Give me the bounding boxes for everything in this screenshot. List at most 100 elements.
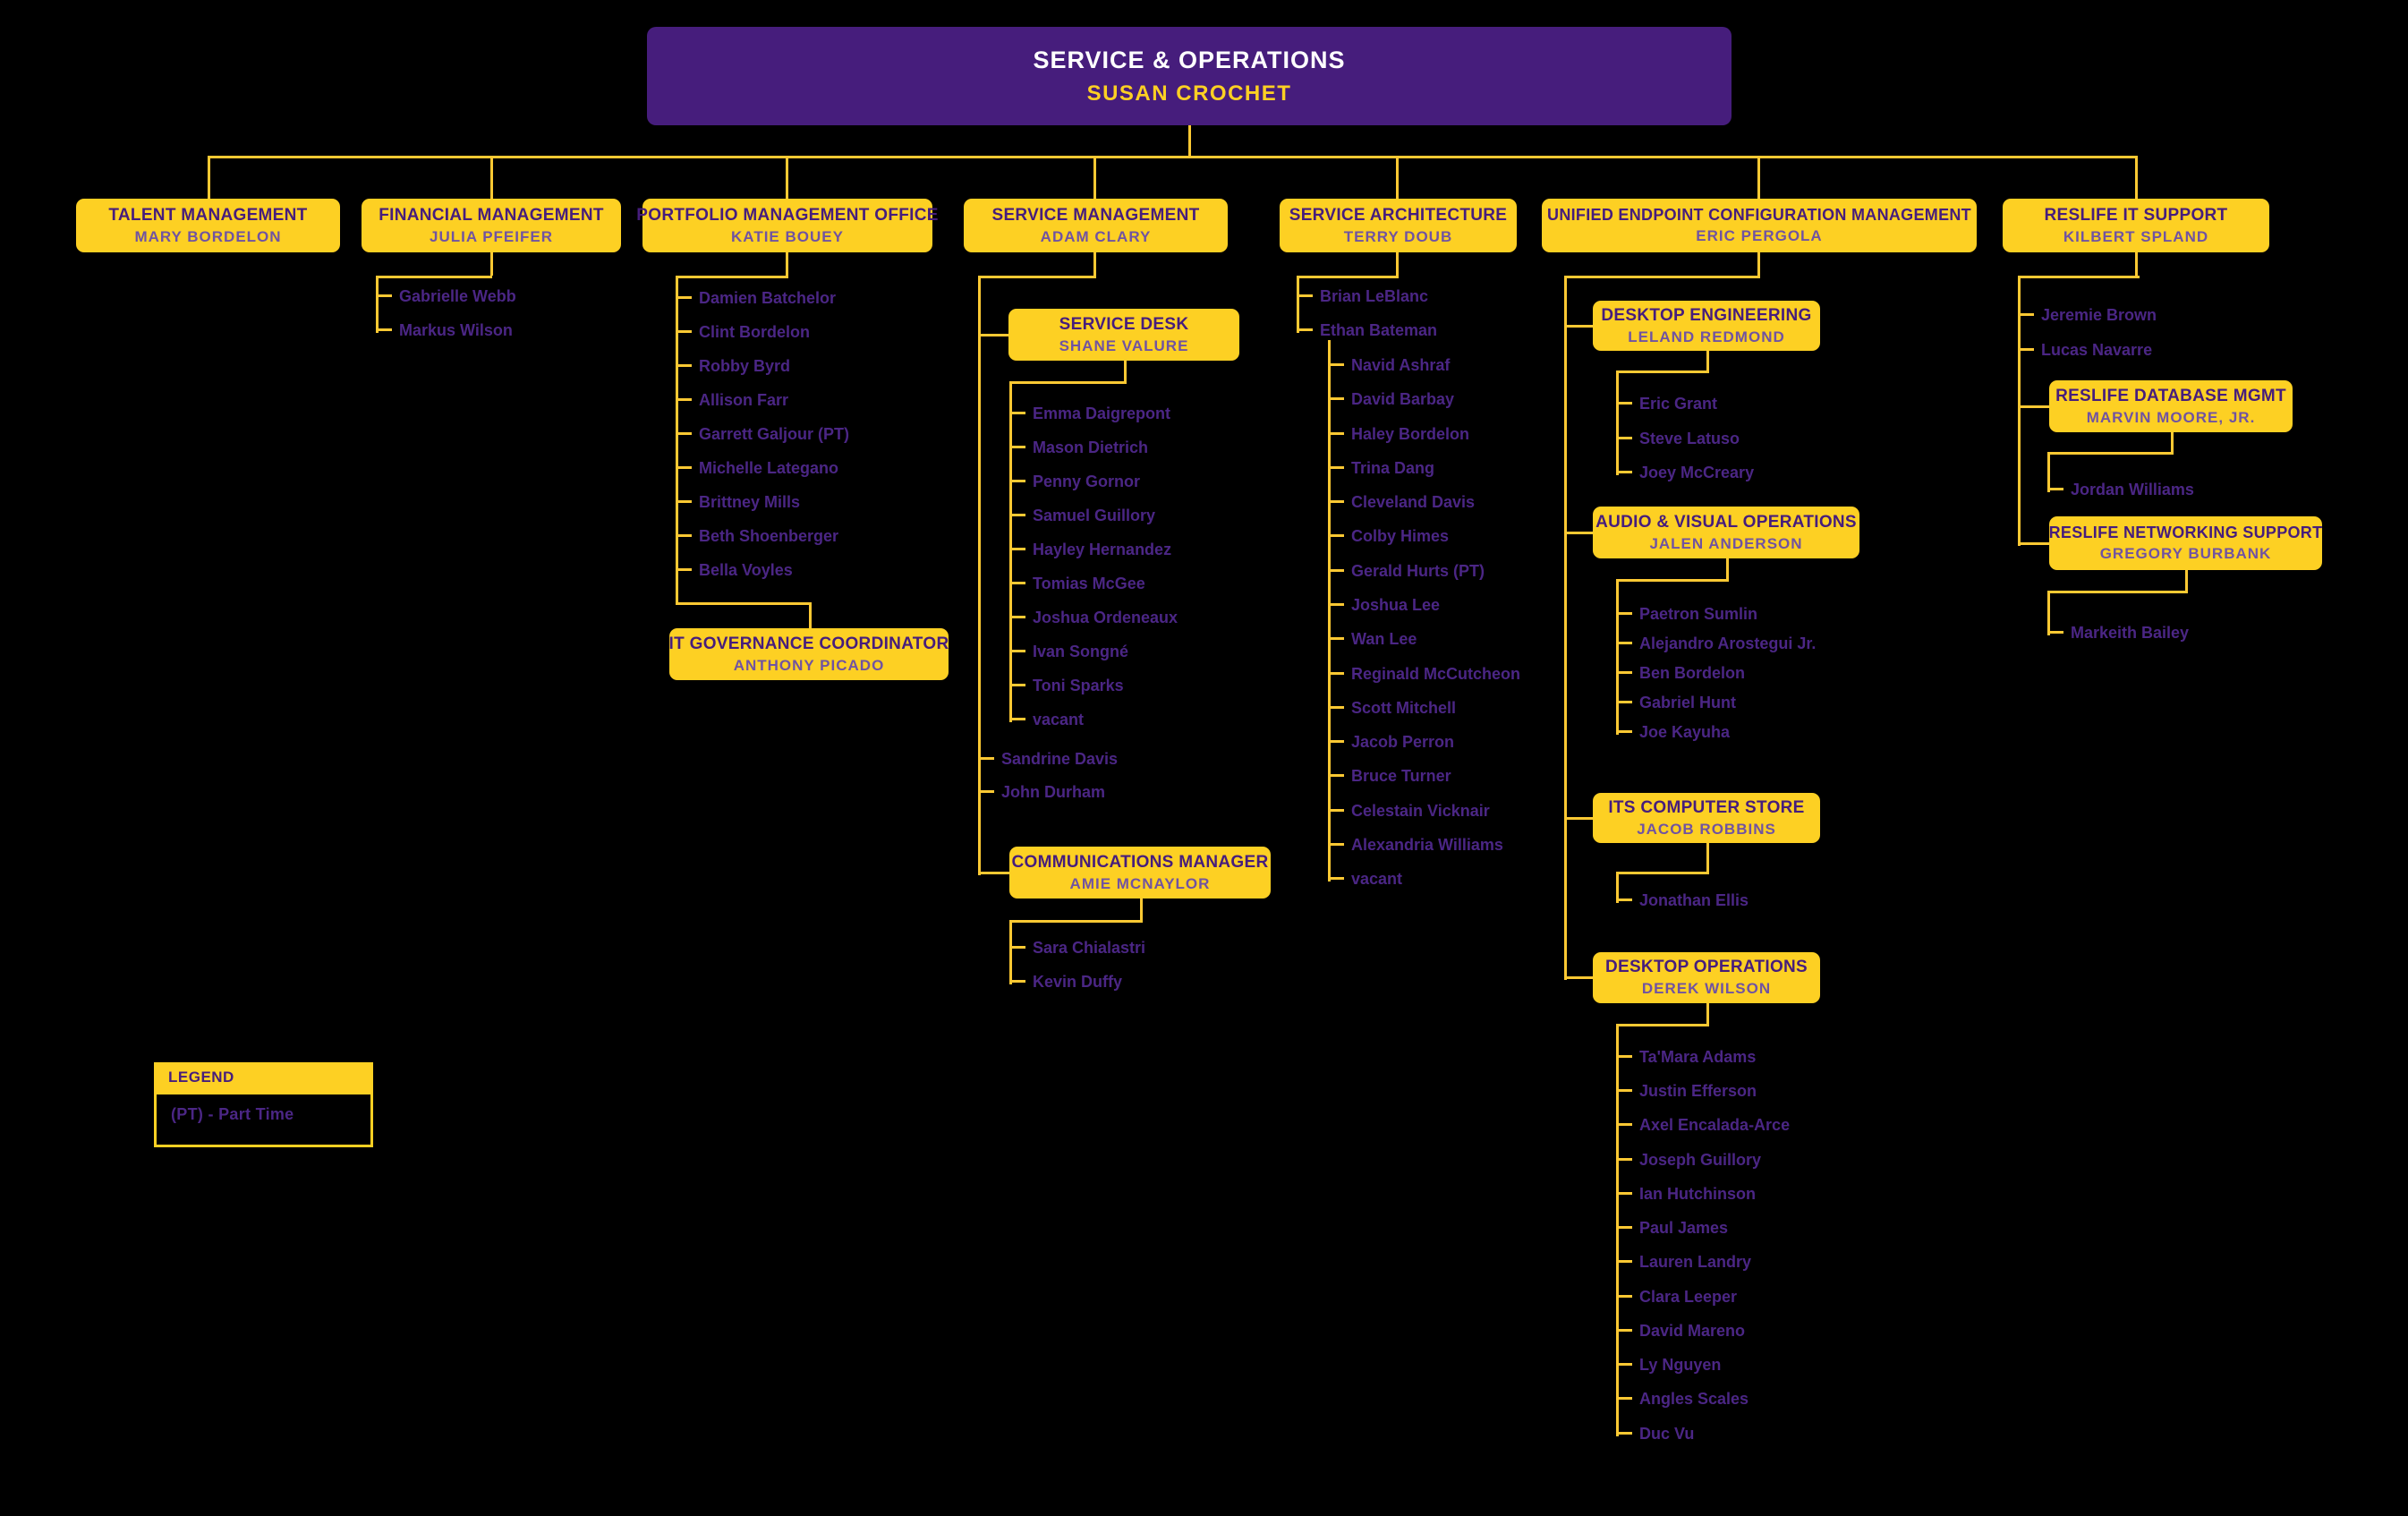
dept-manager-name: ERIC PERGOLA (1696, 227, 1823, 244)
member-name: Mason Dietrich (1008, 436, 1148, 459)
member-name: Justin Efferson (1615, 1079, 1757, 1103)
connector (676, 602, 812, 605)
sub-box-it-governance-coordinator: IT GOVERNANCE COORDINATOR ANTHONY PICADO (669, 628, 949, 680)
member-name: Ben Bordelon (1615, 661, 1745, 685)
sub-box-reslife-networking-support: RESLIFE NETWORKING SUPPORT GREGORY BURBA… (2049, 516, 2322, 570)
sub-box-name: LELAND REDMOND (1628, 328, 1785, 345)
member-name: Jordan Williams (2047, 478, 2194, 501)
connector (208, 156, 210, 199)
sub-box-name: DEREK WILSON (1641, 980, 1772, 997)
dept-title: TALENT MANAGEMENT (108, 205, 308, 225)
connector (1564, 532, 1593, 534)
connector (978, 872, 1009, 874)
member-name: Michelle Lategano (675, 456, 838, 480)
sub-box-name: MARVIN MOORE, JR. (2086, 408, 2256, 426)
connector (1564, 817, 1593, 820)
member-name: Brittney Mills (675, 490, 800, 514)
member-name: Kevin Duffy (1008, 970, 1122, 993)
member-name: Damien Batchelor (675, 286, 836, 310)
connector (1616, 370, 1709, 373)
member-name: John Durham (977, 780, 1105, 804)
connector (1093, 156, 1096, 199)
member-name: Trina Dang (1327, 456, 1434, 480)
member-name: Duc Vu (1615, 1422, 1694, 1445)
connector (376, 276, 379, 333)
member-name: Celestain Vicknair (1328, 799, 1490, 822)
connector (1706, 1003, 1709, 1024)
member-name: Tomias McGee (1009, 572, 1145, 595)
sub-box-desktop-operations: DESKTOP OPERATIONS DEREK WILSON (1593, 952, 1820, 1003)
member-name: Samuel Guillory (1008, 504, 1155, 527)
member-name: Axel Encalada-Arce (1615, 1113, 1790, 1137)
member-name: Bella Voyles (676, 558, 793, 582)
member-name: David Mareno (1615, 1319, 1745, 1342)
connector (786, 156, 788, 199)
member-name: Bruce Turner (1328, 764, 1451, 788)
sub-box-name: SHANE VALURE (1059, 336, 1189, 354)
dept-title: UNIFIED ENDPOINT CONFIGURATION MANAGEMEN… (1547, 206, 1971, 224)
connector (1757, 252, 1760, 276)
sub-box-title: DESKTOP ENGINEERING (1601, 305, 1812, 325)
sub-box-desktop-engineering: DESKTOP ENGINEERING LELAND REDMOND (1593, 301, 1820, 351)
org-root-title: SERVICE & OPERATIONS (1033, 46, 1346, 73)
connector (1188, 125, 1191, 156)
dept-manager-name: TERRY DOUB (1343, 227, 1453, 245)
dept-manager-name: ADAM CLARY (1040, 227, 1152, 245)
connector (1616, 872, 1619, 903)
member-name: Navid Ashraf (1327, 353, 1450, 377)
connector (490, 156, 493, 199)
connector (1009, 920, 1012, 984)
connector (1706, 351, 1709, 370)
connector (1564, 276, 1567, 980)
connector (676, 276, 788, 278)
connector (1616, 1024, 1709, 1026)
member-name: Sara Chialastri (1008, 936, 1145, 959)
member-name: Toni Sparks (1009, 674, 1124, 697)
member-name: Jacob Perron (1327, 730, 1454, 754)
connector (490, 252, 493, 276)
connector (1396, 156, 1399, 199)
sub-box-title: DESKTOP OPERATIONS (1604, 958, 1808, 976)
member-name: vacant (1327, 867, 1402, 890)
dept-title: FINANCIAL MANAGEMENT (379, 205, 604, 225)
connector (2047, 452, 2174, 455)
member-name: Wan Lee (1327, 627, 1417, 651)
dept-title: RESLIFE IT SUPPORT (2044, 205, 2228, 225)
org-root-box: SERVICE & OPERATIONS SUSAN CROCHET (647, 27, 1732, 125)
sub-box-title: ITS COMPUTER STORE (1608, 797, 1805, 817)
dept-manager-name: MARY BORDELON (134, 227, 282, 245)
connector (1009, 381, 1012, 722)
connector (978, 276, 981, 875)
dept-box-unified-endpoint-configuration-management: UNIFIED ENDPOINT CONFIGURATION MANAGEMEN… (1542, 199, 1977, 252)
connector (2018, 276, 2021, 546)
connector (376, 276, 492, 278)
dept-box-service-architecture: SERVICE ARCHITECTURE TERRY DOUB (1280, 199, 1517, 252)
member-name: Joseph Guillory (1615, 1148, 1761, 1171)
member-name: Garrett Galjour (PT) (675, 422, 849, 446)
connector (2047, 452, 2050, 492)
connector (1726, 558, 1729, 579)
member-name: Hayley Hernandez (1008, 538, 1171, 561)
dept-box-financial-management: FINANCIAL MANAGEMENT JULIA PFEIFER (362, 199, 621, 252)
member-name: Clara Leeper (1615, 1285, 1737, 1308)
sub-box-title: RESLIFE DATABASE MGMT (2055, 386, 2286, 405)
member-name: Penny Gornor (1008, 470, 1140, 493)
dept-manager-name: KILBERT SPLAND (2063, 227, 2209, 245)
connector (2018, 542, 2049, 545)
member-name: Lauren Landry (1615, 1250, 1751, 1273)
member-name: Brian LeBlanc (1296, 285, 1428, 308)
member-name: Scott Mitchell (1327, 696, 1456, 720)
member-name: Alexandria Williams (1328, 833, 1503, 856)
member-name: Gabriel Hunt (1615, 691, 1736, 714)
org-root-name: SUSAN CROCHET (1086, 81, 1292, 106)
member-name: Clint Bordelon (676, 320, 810, 344)
member-name: Jeremie Brown (2017, 303, 2157, 327)
connector (2018, 405, 2049, 408)
dept-box-talent-management: TALENT MANAGEMENT MARY BORDELON (76, 199, 340, 252)
member-name: Markeith Bailey (2046, 621, 2189, 644)
sub-box-its-computer-store: ITS COMPUTER STORE JACOB ROBBINS (1593, 793, 1820, 843)
connector (1124, 361, 1127, 381)
member-name: Angles Scales (1615, 1387, 1749, 1410)
dept-manager-name: JULIA PFEIFER (430, 227, 553, 245)
